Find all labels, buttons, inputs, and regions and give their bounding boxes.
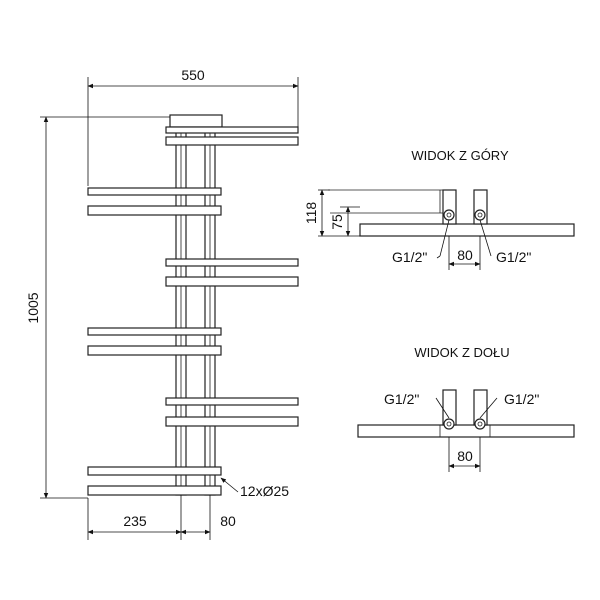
bottom-pipe-circle-right xyxy=(474,418,486,430)
dim-75-label: 75 xyxy=(329,214,345,230)
dim-80-label: 80 xyxy=(220,513,236,529)
dimension-width: 550 xyxy=(87,67,299,186)
bar xyxy=(87,466,222,476)
bar xyxy=(87,187,222,196)
bar xyxy=(165,397,299,406)
bar xyxy=(87,327,222,336)
bar xyxy=(165,126,299,134)
top-cap xyxy=(169,114,223,128)
top-conn-right-label: G1/2" xyxy=(496,249,531,265)
front-view xyxy=(87,114,299,496)
bottom-conn-left-label: G1/2" xyxy=(384,391,419,407)
bottom-dim-80-label: 80 xyxy=(457,448,473,464)
dim-height-label: 1005 xyxy=(25,292,41,323)
dim-235-label: 235 xyxy=(123,513,147,529)
dim-width-label: 550 xyxy=(181,67,205,83)
pipe-circle-left xyxy=(443,209,455,221)
bottom-conn-right-label: G1/2" xyxy=(504,391,539,407)
bar xyxy=(165,276,299,287)
top-view-title: WIDOK Z GÓRY xyxy=(411,148,509,163)
top-dim-80-label: 80 xyxy=(457,247,473,263)
top-view-body xyxy=(359,223,575,237)
bottom-pipe-circle-left xyxy=(443,418,455,430)
bar xyxy=(165,416,299,427)
top-conn-left-label: G1/2" xyxy=(392,249,427,265)
dim-118-label: 118 xyxy=(303,202,319,225)
bottom-view-body xyxy=(357,424,575,438)
bar xyxy=(165,258,299,267)
dimension-bottom: 235 80 xyxy=(87,495,236,540)
bar xyxy=(87,485,222,496)
top-view: WIDOK Z GÓRY 118 75 80 G1/2" G1/2" xyxy=(303,148,575,270)
bar xyxy=(87,205,222,216)
bottom-view-title: WIDOK Z DOŁU xyxy=(414,345,509,360)
bar xyxy=(87,345,222,356)
bar xyxy=(165,136,299,146)
bottom-view: WIDOK Z DOŁU G1/2" G1/2" 80 xyxy=(357,345,575,472)
dimension-height: 1005 xyxy=(25,116,170,499)
pipe-circle-right xyxy=(474,209,486,221)
tubes-leader: 12xØ25 xyxy=(220,477,289,499)
dim-tubes-label: 12xØ25 xyxy=(240,483,289,499)
